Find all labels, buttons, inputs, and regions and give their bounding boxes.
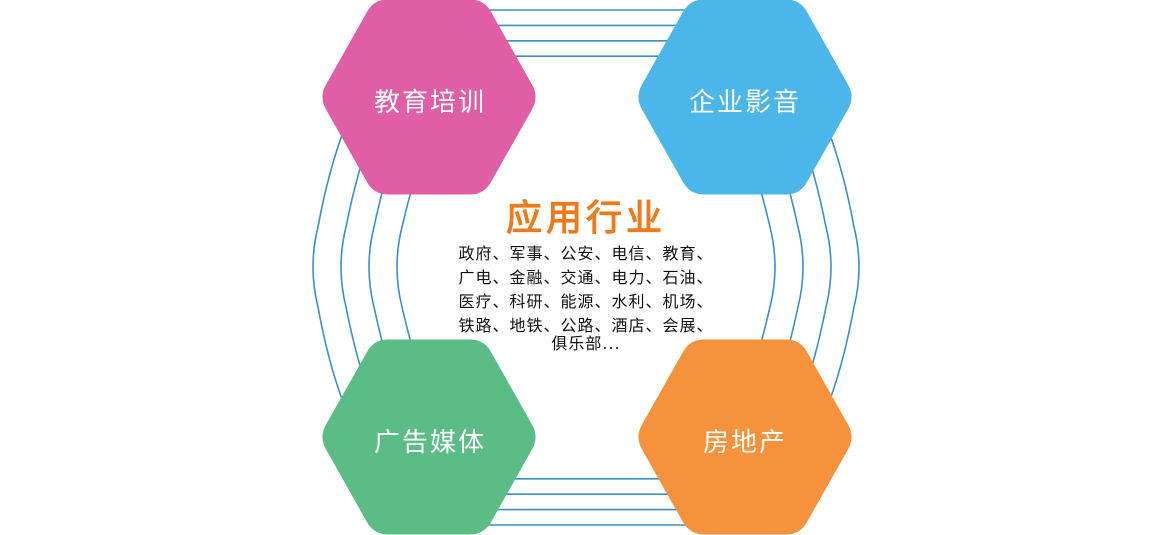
hex-label-advertising-media: 广告媒体 [373, 428, 486, 458]
hexagon-group [322, 0, 852, 535]
hex-label-corporate-av: 企业影音 [688, 88, 801, 118]
hexagon-top-right [638, 0, 852, 195]
center-text-line-3: 医疗、科研、能源、水利、机场、 [458, 292, 714, 311]
hex-label-real-estate: 房地产 [702, 428, 787, 458]
center-text-line-2: 广电、金融、交通、电力、石油、 [458, 268, 714, 287]
hexagon-top-left [322, 0, 536, 195]
hexagon-bottom-left [322, 339, 536, 535]
center-title: 应用行业 [505, 198, 666, 239]
center-text-line-1: 政府、军事、公安、电信、教育、 [458, 244, 714, 263]
center-text-line-4: 铁路、地铁、公路、酒店、会展、 [458, 316, 714, 335]
hexagon-bottom-right [638, 339, 852, 535]
center-text-line-5: 俱乐部... [551, 334, 621, 353]
hex-label-education-training: 教育培训 [373, 88, 486, 118]
